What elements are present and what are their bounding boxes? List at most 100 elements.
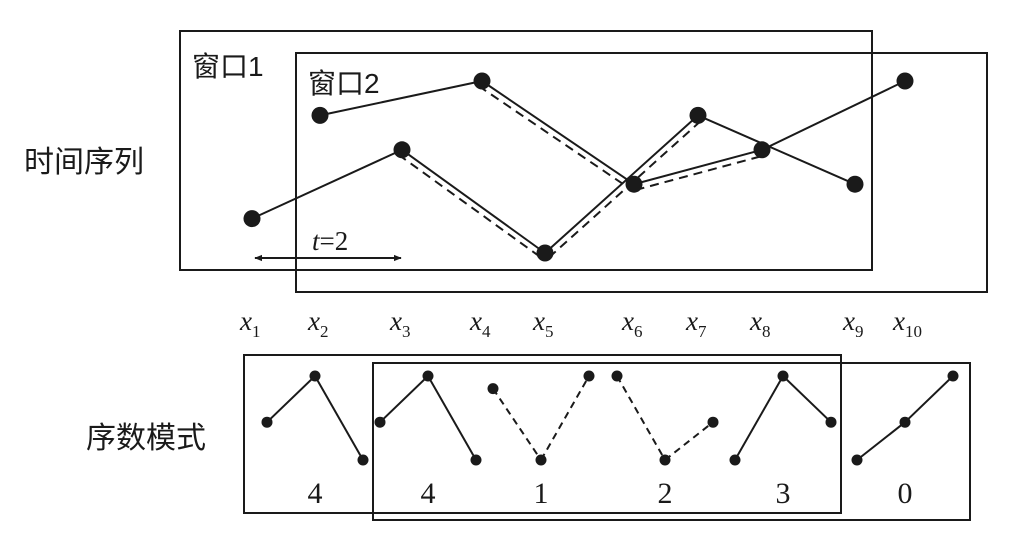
pattern-point [535,454,547,466]
x-subscript: 1 [252,322,261,341]
series-point-x8 [753,141,771,159]
pattern-label: 4 [308,477,323,510]
x-label-5: x5 [532,306,553,341]
x-subscript: 10 [905,322,922,341]
series-dashed-segment [635,154,764,191]
pattern-point [470,454,482,466]
window-2-frame [295,52,988,293]
ordinal-patterns-label: 序数模式 [86,422,206,455]
window-1-frame [179,30,873,271]
pattern-point [777,370,789,382]
x-index-labels: x1 x2 x3 x4 x5 x6 x7 x8 x9 x10 [239,306,922,341]
pattern-point [357,454,369,466]
pattern-label: 1 [534,477,549,510]
pattern-point [374,416,386,428]
delay-equals: =2 [320,226,349,256]
pattern-segment [616,375,666,461]
series-point-x1 [243,210,261,228]
x-subscript: 7 [698,322,707,341]
x-label-7: x7 [685,306,707,341]
series-point-x3 [393,141,411,159]
pattern-point [583,370,595,382]
series-lines [251,80,906,259]
pattern-segment [492,388,542,461]
x-label-2: x2 [307,306,328,341]
x-subscript: 2 [320,322,329,341]
pattern-window-a-frame [243,354,842,514]
pattern-segment [540,375,590,461]
series-solid-segment [319,80,483,117]
pattern-point [825,416,837,428]
x-subscript: 8 [762,322,771,341]
pattern-window-b-frame [372,362,971,521]
series-solid-segment [697,114,856,186]
pattern-segment [664,421,714,461]
series-solid-segment [761,80,906,151]
x-subscript: 3 [402,322,411,341]
pattern-segment [904,375,954,423]
x-label-8: x8 [749,306,770,341]
series-solid-segment [401,148,546,254]
series-point-x5 [536,244,554,262]
pattern-segment [782,375,832,423]
pattern-point [261,416,273,428]
pattern-segment [266,375,316,423]
pattern-segment [427,375,477,461]
pattern-point [729,454,741,466]
x-subscript: 4 [482,322,491,341]
pattern-label: 2 [658,477,673,510]
x-label-6: x6 [621,306,642,341]
pattern-point [947,370,959,382]
x-subscript: 5 [545,322,554,341]
pattern-segment [734,375,784,461]
pattern-label: 3 [776,477,791,510]
x-label-9: x9 [842,306,863,341]
pattern-point [851,454,863,466]
time-series-label: 时间序列 [24,146,144,179]
x-label-1: x1 [239,306,260,341]
series-dashed-segment [397,153,543,259]
x-subscript: 6 [634,322,643,341]
pattern-1: 4 [261,370,369,510]
pattern-point [611,370,623,382]
series-dashed-segment [548,119,703,259]
series-points [243,72,914,262]
pattern-point [487,383,499,395]
pattern-6: 0 [851,370,959,510]
series-point-x4 [473,72,491,90]
x-subscript: 9 [855,322,864,341]
pattern-3: 1 [487,370,595,510]
pattern-point [707,416,719,428]
pattern-2: 4 [374,370,482,510]
series-solid-segment [481,80,635,186]
series-solid-segment [251,148,403,220]
series-point-x7 [689,106,707,124]
pattern-point [309,370,321,382]
x-label-10: x10 [892,306,922,341]
series-point-x9 [846,175,864,193]
pattern-5: 3 [729,370,837,510]
window-1-label: 窗口1 [192,51,264,82]
pattern-4: 2 [611,370,719,510]
pattern-point [659,454,671,466]
pattern-label: 0 [898,477,913,510]
delay-label: t=2 [312,226,348,256]
pattern-segment [379,375,429,423]
pattern-point [899,416,911,428]
window-2-label: 窗口2 [308,68,380,99]
delay-var: t [312,226,321,256]
series-dashed-segment [478,85,632,190]
pattern-segment [314,375,364,461]
series-point-x2 [311,106,329,124]
series-point-x10 [896,72,914,90]
series-solid-segment [544,114,699,254]
ordinal-patterns: 4 4 1 2 3 0 [261,370,959,510]
pattern-point [422,370,434,382]
pattern-segment [856,421,906,461]
x-label-3: x3 [389,306,410,341]
pattern-label: 4 [421,477,436,510]
x-label-4: x4 [469,306,491,341]
series-point-x6 [625,175,643,193]
series-solid-segment [633,148,763,186]
